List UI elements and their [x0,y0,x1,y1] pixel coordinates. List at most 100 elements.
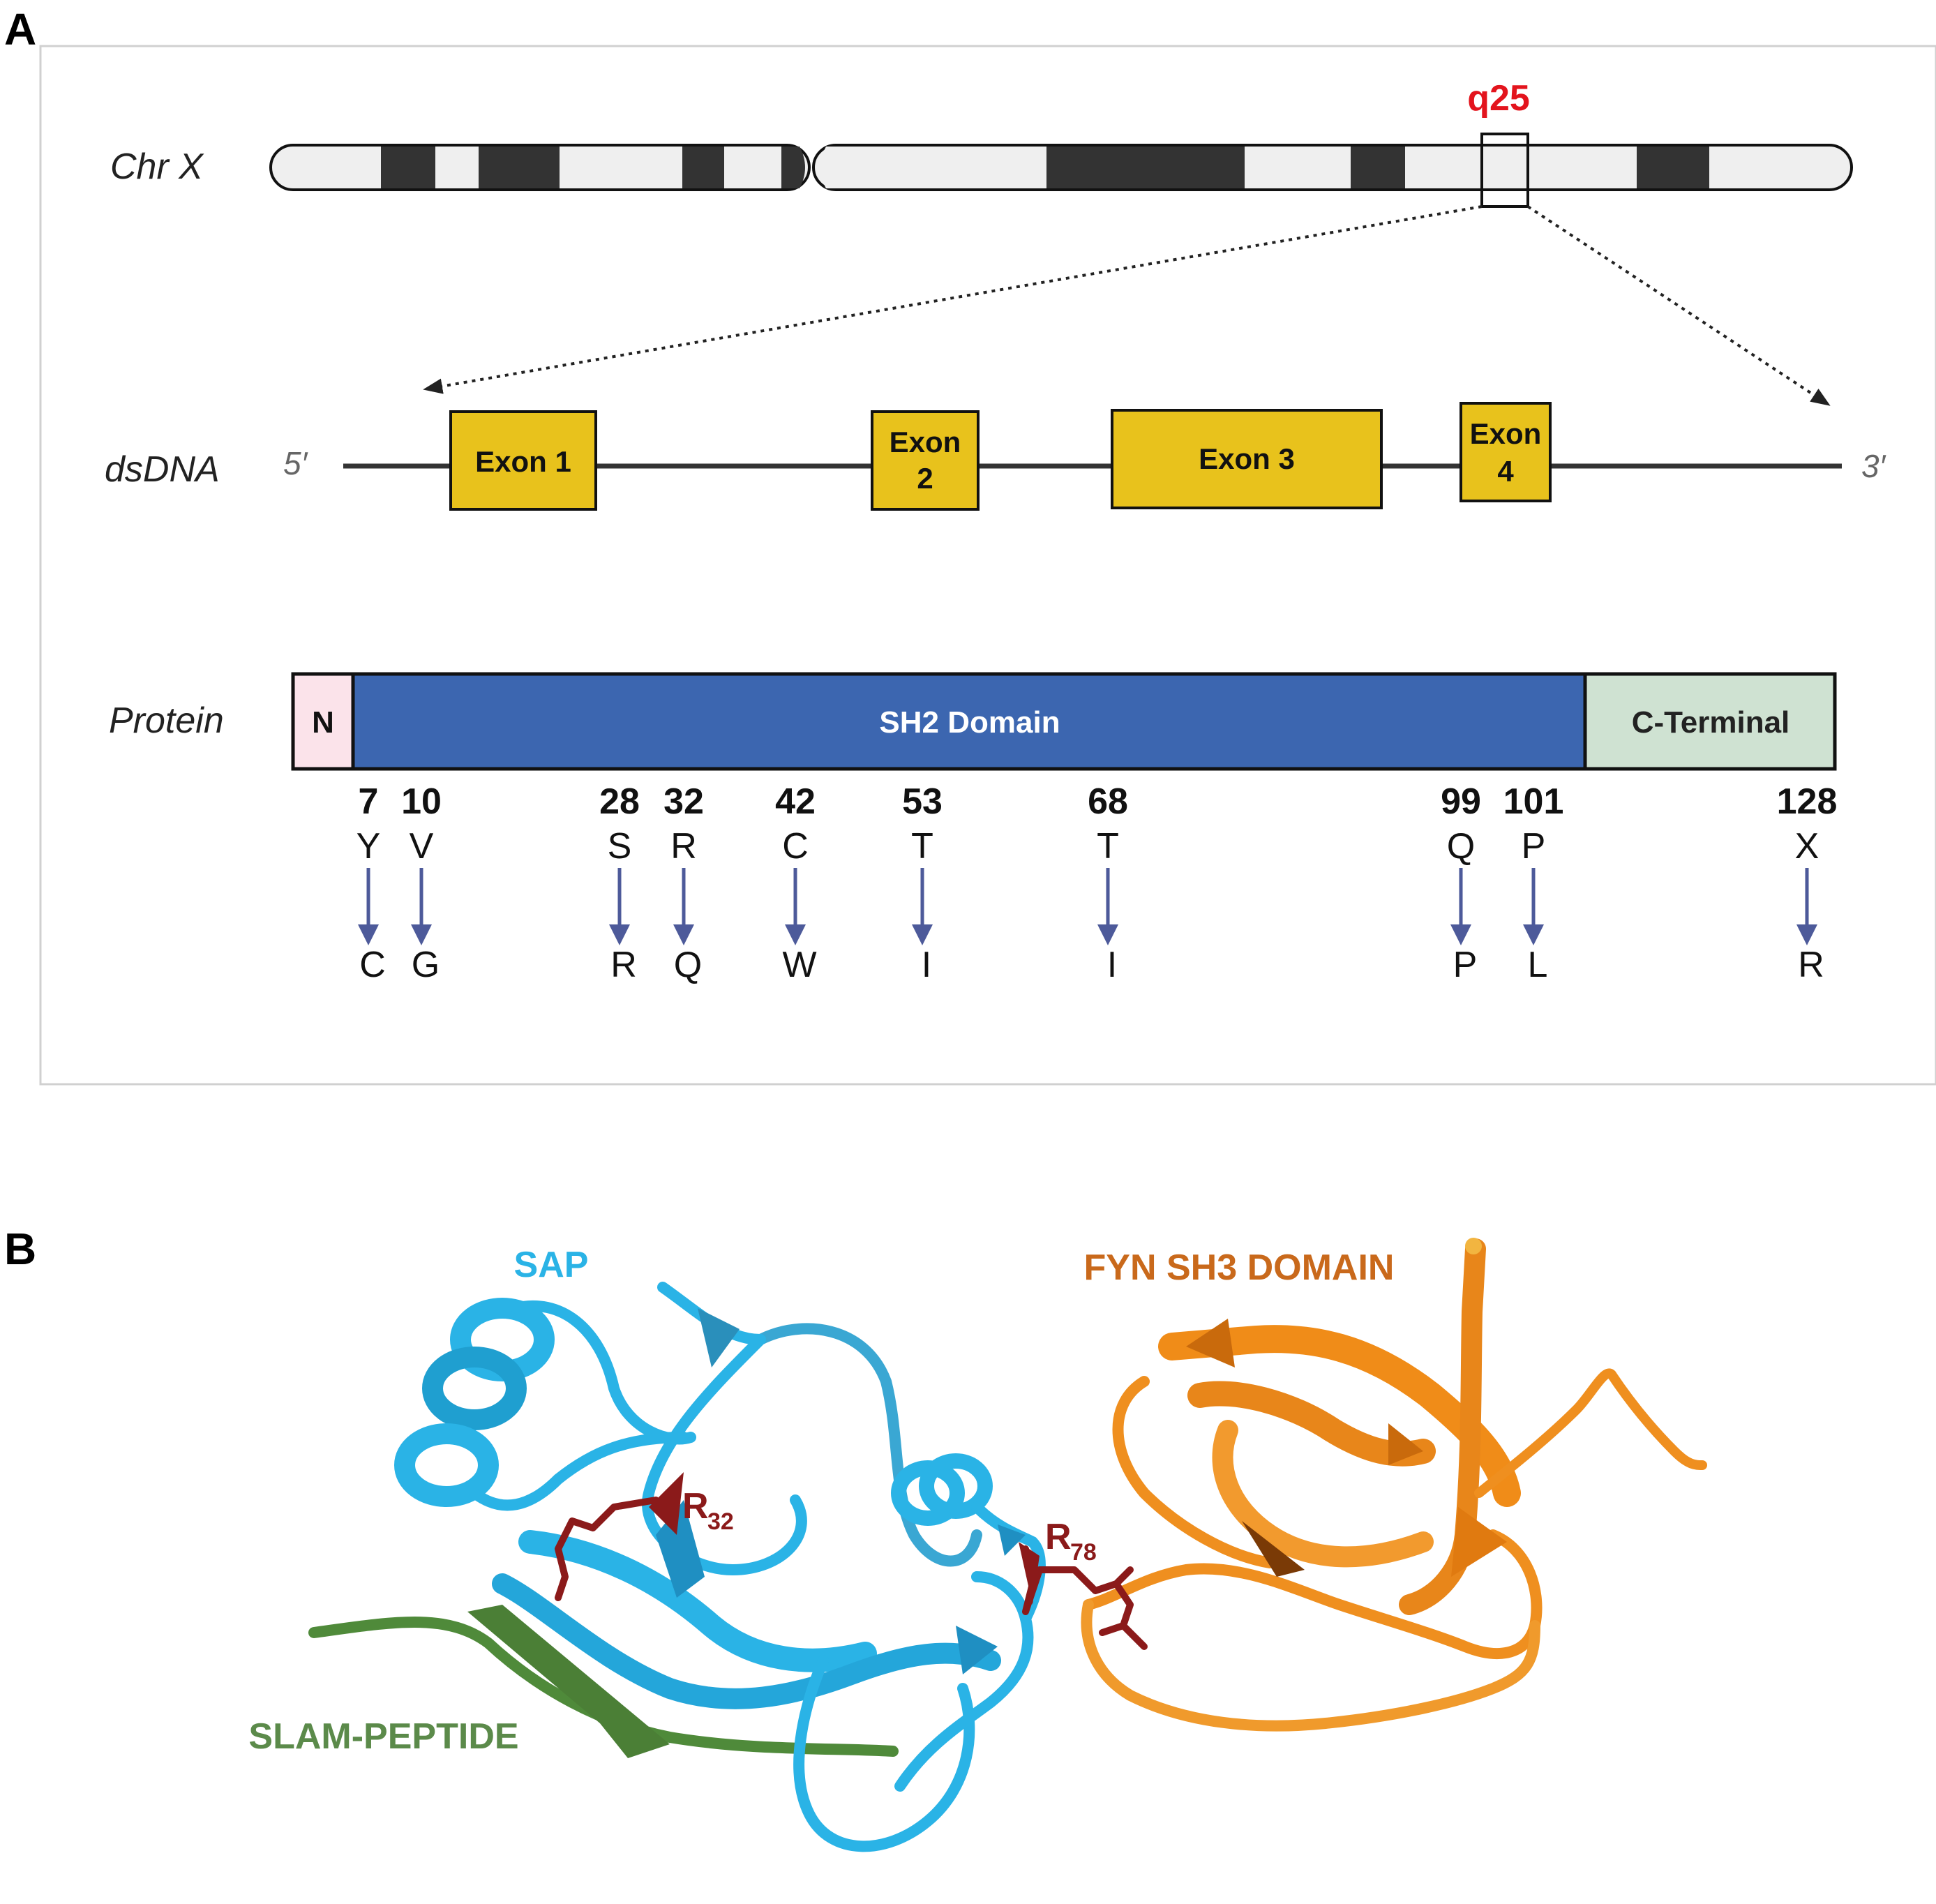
q25-highlight-box [1480,133,1529,208]
mutation-to-residue: I [1107,945,1117,985]
fyn-lower-loop [1081,1599,1540,1732]
r32-label-base: R [682,1486,709,1527]
chromosome-row: Chr X q25 [110,78,1853,406]
mutation-list: 7YC10VG28SR32RQ42CW53TI68TI99QP101PL128X… [357,781,1838,985]
residue-r78-anchor [1019,1542,1040,1605]
mutation-position: 99 [1441,781,1481,822]
chromosome-ideogram [269,133,1853,208]
slam-peptide-backbone [308,1617,899,1757]
mutation-from-residue: T [911,826,933,867]
r32-label: R 32 [682,1486,734,1535]
exon-3: Exon 3 [1111,409,1383,509]
sap-beta-arrow [998,1524,1026,1556]
residue-r78-sidechain [1022,1545,1148,1650]
mutation-position: 42 [775,781,816,822]
exon-1-label: Exon 1 [475,445,571,478]
five-prime-label: 5′ [283,445,308,481]
fyn-beta-arrow [1388,1423,1423,1465]
n-terminal-label: N [312,705,334,740]
mutation-to-residue: R [610,945,637,985]
sap-helix-b [891,1453,993,1526]
exon-box [871,410,980,511]
band-label: q25 [1467,78,1530,119]
exon-box [1111,409,1383,509]
exon-box [1459,402,1552,502]
fyn-loop [1083,1529,1543,1659]
residue-r32-anchor [649,1472,684,1535]
panel-a-frame [39,45,1936,1086]
mutation-from-residue: R [670,826,697,867]
chromosome-label: Chr X [110,147,204,187]
centromere-right [820,147,844,188]
mutation-68: 68T I [1088,781,1128,985]
fyn-beta-arrow [1451,1507,1507,1577]
fyn-sh3-ribbon [1081,1238,1707,1732]
exon-2: Exon 2 [871,410,980,511]
mutation-position: 68 [1088,781,1128,822]
fyn-beta-strand [1158,1325,1521,1507]
c-terminal-region [1583,672,1837,771]
mutation-position: 28 [599,781,640,822]
r78-label-base: R [1045,1517,1072,1557]
mutation-to-residue: C [359,945,386,985]
panel-a-letter: A [4,4,36,54]
fyn-beta-strand [1212,1420,1434,1568]
mutation-from-residue: X [1795,826,1819,867]
mutation-from-residue: Y [357,826,381,867]
fyn-terminus [1465,1238,1482,1254]
slam-peptide-ribbon [308,1605,899,1758]
chromosome-band [1046,147,1245,188]
mutation-position: 128 [1777,781,1838,822]
protein-row: Protein N SH2 Domain C-Terminal 7YC10VG2… [109,672,1838,985]
mutation-to-residue: I [922,945,931,985]
mutation-position: 10 [401,781,442,822]
exon-3-label: Exon 3 [1199,442,1295,475]
panel-b: B [4,1224,1707,1852]
fyn-beta-strand [1399,1238,1486,1615]
exon-2-label-line1: Exon [890,426,961,458]
sap-lower-loop [793,1655,975,1852]
mutation-to-residue: W [782,945,816,985]
mutation-28: 28S R [599,781,640,985]
mutation-53: 53T I [902,781,943,985]
mutation-to-residue: L [1528,945,1548,985]
mutation-position: 7 [359,781,379,822]
exon-2-label-line2: 2 [917,462,933,495]
fyn-loop [1112,1376,1275,1568]
centromere-left [781,147,805,188]
chromosome-band [1637,147,1709,188]
mutation-to-residue: G [412,945,440,985]
fyn-beta-arrow [1242,1521,1305,1577]
panel-a: A Chr X q25 dsDNA [4,4,1936,1086]
mutation-to-residue: R [1798,945,1824,985]
chromosome-band [1351,147,1405,188]
mutation-position: 53 [902,781,943,822]
chromosome-band [381,147,435,188]
dsdna-label: dsDNA [105,449,220,490]
sh2-domain-label: SH2 Domain [879,705,1060,740]
slam-beta-strand [467,1605,670,1758]
sap-beta-arrow [698,1308,740,1367]
exon-4-label-line2: 4 [1497,455,1514,488]
three-prime-label: 3′ [1861,448,1886,484]
residue-r32-sidechain [555,1497,659,1601]
mutation-from-residue: T [1097,826,1119,867]
panel-b-letter: B [4,1224,36,1274]
protein-bar: N SH2 Domain C-Terminal [291,672,1837,771]
sap-loop [894,1571,1034,1792]
exon-4: Exon 4 [1459,402,1552,502]
sap-loop [469,1432,689,1511]
chromosome-band [479,147,560,188]
fyn-beta-arrow [1186,1319,1235,1367]
mutation-from-residue: Q [1447,826,1475,867]
protein-structure [308,1238,1707,1852]
r78-label-subscript: 78 [1070,1539,1097,1566]
exon-box [449,410,597,511]
mutation-position: 101 [1503,781,1564,822]
mutation-from-residue: S [608,826,632,867]
